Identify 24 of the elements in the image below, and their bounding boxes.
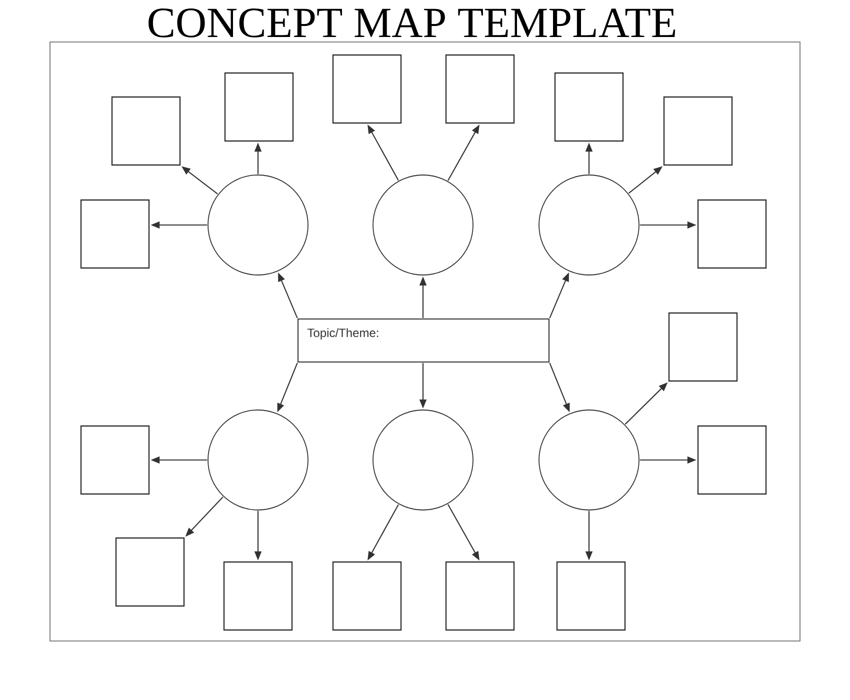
detail-box — [697, 425, 767, 495]
detail-box — [224, 72, 294, 142]
detail-box — [697, 199, 767, 269]
detail-box — [554, 72, 624, 142]
detail-box — [668, 312, 738, 382]
detail-box — [332, 561, 402, 631]
concept-circle — [538, 410, 640, 510]
concept-circle — [208, 174, 308, 276]
detail-box — [556, 561, 626, 631]
detail-box — [111, 96, 181, 166]
detail-box — [223, 561, 293, 631]
title: CONCEPT MAP TEMPLATE — [148, 8, 676, 38]
concept-circle — [208, 410, 308, 510]
concept-circle — [538, 174, 640, 276]
topic-box: Topic/Theme: — [298, 318, 550, 362]
detail-box — [80, 425, 150, 495]
detail-box — [445, 561, 515, 631]
detail-box — [663, 96, 733, 166]
detail-box — [80, 199, 150, 269]
concept-circle — [372, 174, 474, 276]
detail-box — [445, 54, 515, 124]
detail-box — [332, 54, 402, 124]
detail-box — [115, 537, 185, 607]
concept-circle — [372, 410, 474, 510]
